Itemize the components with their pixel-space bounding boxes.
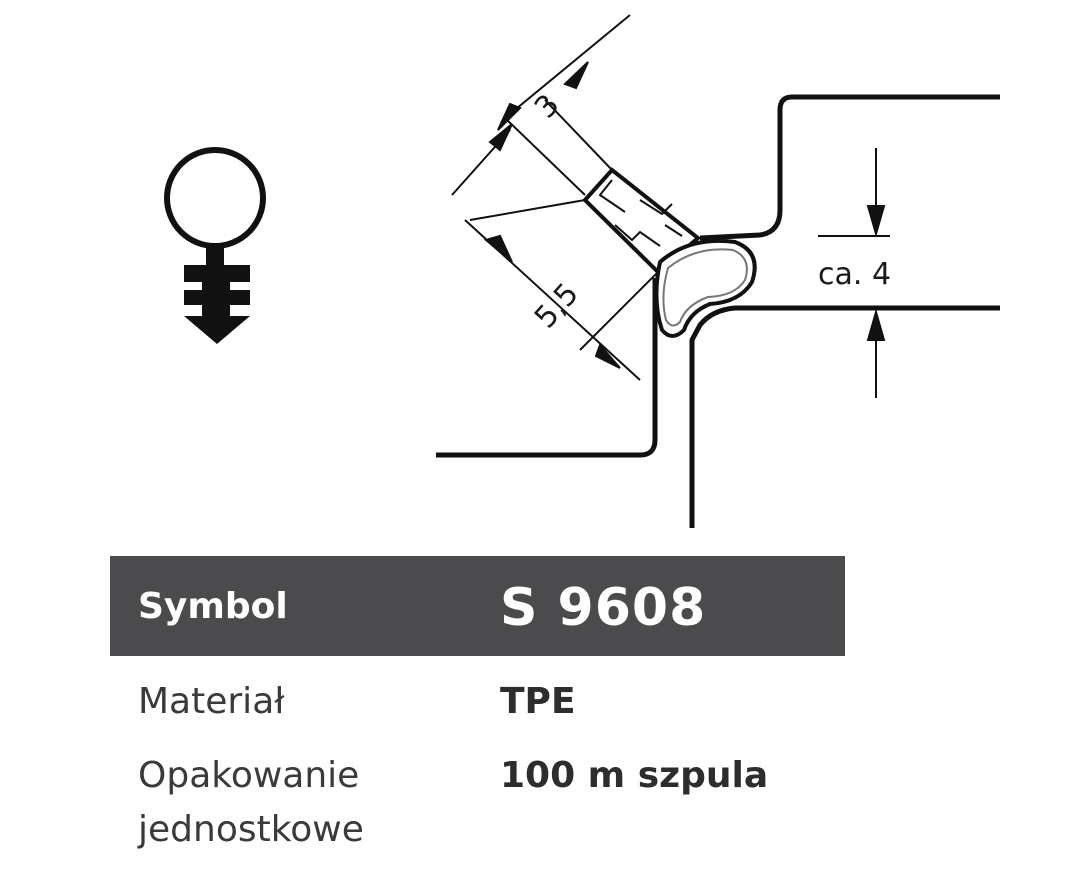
t-profile-seal-icon: [164, 147, 266, 344]
packaging-label-line1: Opakowanie: [138, 755, 360, 796]
dimension-base-width: [451, 123, 659, 381]
seal-groove: [582, 167, 702, 275]
dimension-top-thickness: [497, 14, 631, 196]
packaging-value: 100 m szpula: [500, 755, 769, 796]
seal-bulb: [654, 238, 757, 338]
spec-header-row: Symbol S 9608: [110, 556, 845, 656]
dimension-gap: [818, 148, 890, 398]
seal-technical-drawing: 3 5,5 ca. 4: [164, 14, 1000, 528]
frame-contours: [436, 94, 1000, 528]
packaging-row: Opakowanie jednostkowe 100 m szpula: [110, 744, 845, 864]
packaging-label-line2: jednostkowe: [138, 809, 364, 850]
symbol-label: Symbol: [138, 586, 288, 627]
symbol-value: S 9608: [500, 578, 707, 638]
material-value: TPE: [500, 681, 576, 722]
spec-table: Symbol S 9608 Materiał TPE Opakowanie je…: [110, 556, 845, 864]
material-row: Materiał TPE: [110, 656, 845, 744]
dimension-label-ca-4: ca. 4: [818, 257, 891, 292]
material-label: Materiał: [138, 681, 285, 722]
